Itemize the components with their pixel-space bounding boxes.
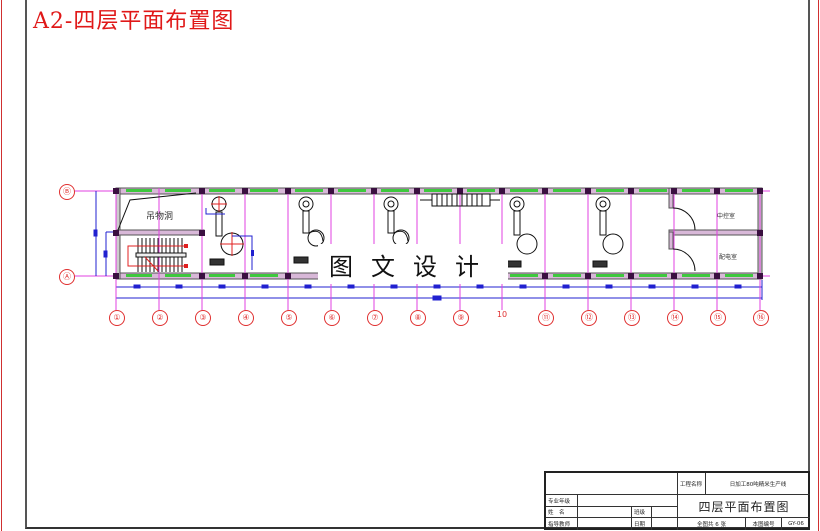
column-axis-label-9: ⑨	[453, 310, 469, 326]
drawing-number-label: 本图编号	[746, 518, 782, 530]
structural-columns	[113, 188, 763, 279]
staircase	[127, 238, 188, 272]
advisor-value	[578, 518, 632, 530]
column-axis-label-6: ⑥	[324, 310, 340, 326]
watermark: 图文设计	[318, 244, 508, 284]
drawing-number-value: GY-06	[788, 521, 804, 527]
column-axis-label-14: ⑭	[667, 310, 683, 326]
advisor-label: 指导教师	[546, 518, 578, 530]
column-axis-label-5: ⑤	[281, 310, 297, 326]
left-dimension-lines	[93, 191, 116, 276]
class-label: 班级	[632, 507, 652, 518]
equipment-unit-4	[592, 196, 624, 268]
title-block: 工程名称 日加工80吨精米生产线 专业年级 四层平面布置图 姓 名 班级 指导教…	[544, 471, 810, 530]
equipment-unit-3	[506, 196, 538, 268]
name-label: 姓 名	[546, 507, 578, 518]
hoist-shaft-outline	[117, 192, 197, 231]
date-label: 日期	[632, 518, 652, 530]
project-name-label: 工程名称	[678, 473, 706, 495]
major-grade-value	[578, 495, 678, 507]
outer-frame-left-line	[1, 0, 2, 531]
windows	[126, 189, 753, 277]
outer-frame-right-line	[818, 0, 819, 531]
sheet-title: A2-四层平面布置图	[33, 9, 235, 34]
column-axis-label-3: ③	[195, 310, 211, 326]
column-axis-label-2: ②	[152, 310, 168, 326]
room-label-control-room: 中控室	[717, 213, 736, 220]
room-label-hoist-shaft: 吊物洞	[146, 212, 174, 222]
column-axis-label-8: ⑧	[410, 310, 426, 326]
bottom-dimension-lines	[115, 280, 763, 301]
column-axis-lines	[115, 188, 761, 310]
equipment-unit-1	[293, 196, 325, 264]
drawing-title: 四层平面布置图	[678, 495, 810, 518]
column-axis-label-10: 10	[496, 310, 508, 319]
column-axis-label-1: ①	[109, 310, 125, 326]
column-axis-label-15: ⑮	[710, 310, 726, 326]
name-value	[578, 507, 632, 518]
drawing-border	[25, 0, 810, 529]
equipment-unit-2	[383, 196, 410, 247]
column-axis-label-11: ⑪	[538, 310, 554, 326]
column-axis-label-12: ⑫	[581, 310, 597, 326]
column-axis-label-7: ⑦	[367, 310, 383, 326]
column-axis-label-16: ⑯	[753, 310, 769, 326]
column-axis-label-13: ⑬	[624, 310, 640, 326]
row-axis-label-b: Ⓑ	[59, 184, 75, 200]
column-axis-label-4: ④	[238, 310, 254, 326]
title-block-blank-area	[546, 473, 678, 495]
project-name-value: 日加工80吨精米生产线	[706, 473, 810, 495]
door-swings	[672, 207, 696, 272]
row-axis-label-a: Ⓐ	[59, 269, 75, 285]
class-value	[652, 507, 678, 518]
conveyor-unit	[420, 193, 500, 207]
room-label-electrical-room: 配电室	[719, 254, 738, 261]
major-grade-label: 专业年级	[546, 495, 578, 507]
equipment-bay-3	[205, 196, 254, 270]
total-sheets: 全图共 6 张	[678, 518, 746, 530]
date-value	[652, 518, 678, 530]
